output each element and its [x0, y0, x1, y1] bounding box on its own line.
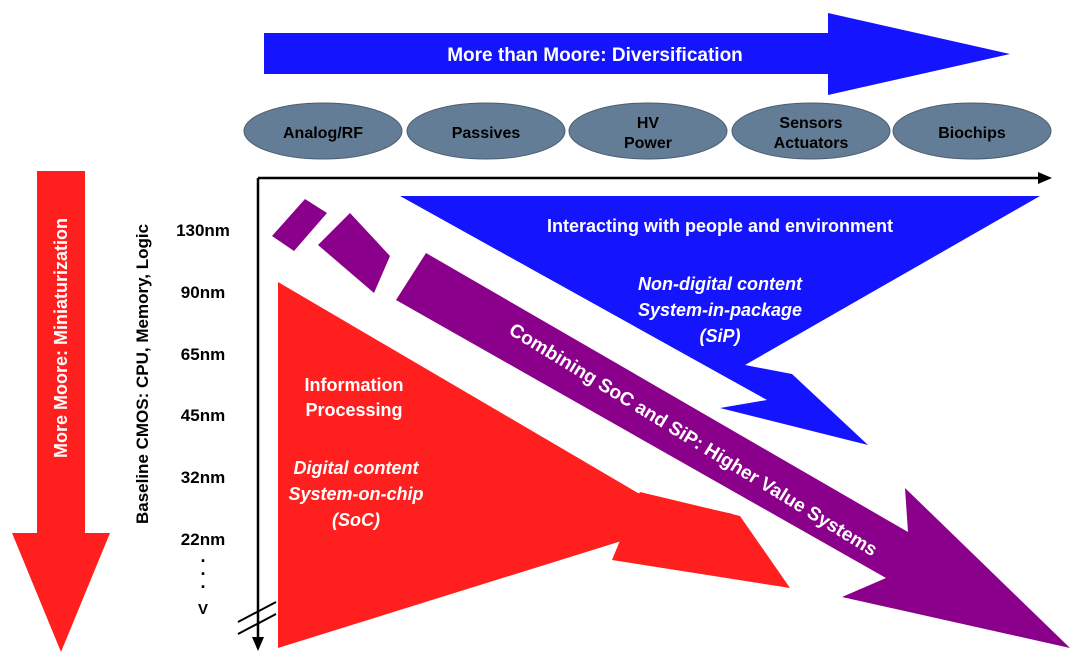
red-triangle-title-line: Processing	[305, 400, 402, 420]
node-labels: 130nm 90nm 65nm 45nm 32nm 22nm . . . V	[176, 221, 230, 618]
left-arrow-shape	[12, 171, 110, 652]
ellipsis-dot: .	[200, 559, 205, 579]
purple-band-shape	[396, 253, 1070, 648]
category-ellipse	[568, 102, 728, 160]
category-label: Analog/RF	[283, 125, 363, 142]
node-label: 90nm	[181, 283, 225, 302]
axis-break-mark	[237, 613, 277, 635]
category-hv-power: HV Power	[568, 102, 728, 160]
red-triangle-arrow: Information Processing Digital content S…	[278, 282, 790, 648]
axes	[237, 172, 1052, 651]
category-label: Power	[624, 135, 672, 152]
red-triangle-head	[612, 492, 790, 588]
category-label: Actuators	[774, 135, 849, 152]
node-label: 32nm	[181, 468, 225, 487]
category-label: Biochips	[938, 125, 1006, 142]
node-label: 130nm	[176, 221, 230, 240]
blue-triangle-shape	[400, 196, 1040, 445]
red-triangle-italic-line: System-on-chip	[288, 484, 423, 504]
more-than-moore-arrow: More than Moore: Diversification	[264, 13, 1010, 95]
blue-triangle-italic-line: Non-digital content	[638, 274, 803, 294]
y-axis-arrowhead	[252, 637, 264, 651]
category-analog-rf: Analog/RF	[243, 102, 403, 160]
node-label: 65nm	[181, 345, 225, 364]
v-marker: V	[198, 601, 208, 618]
red-triangle-italic-line: Digital content	[294, 458, 420, 478]
category-ellipse	[406, 102, 566, 160]
blue-triangle-arrow: Interacting with people and environment …	[400, 196, 1040, 445]
category-label: Sensors	[779, 115, 842, 132]
category-biochips: Biochips	[892, 102, 1052, 160]
left-arrow-label: More Moore: Miniaturization	[51, 218, 71, 458]
top-arrow-shape	[264, 13, 1010, 95]
category-passives: Passives	[406, 102, 566, 160]
blue-triangle-title: Interacting with people and environment	[547, 216, 893, 236]
ellipsis-dot: .	[200, 572, 205, 592]
node-label: 45nm	[181, 406, 225, 425]
category-label: HV	[637, 115, 660, 132]
blue-triangle-italic-line: (SiP)	[699, 326, 740, 346]
blue-triangle-italic-line: System-in-package	[638, 300, 802, 320]
node-label: 22nm	[181, 530, 225, 549]
red-triangle-italic-line: (SoC)	[332, 510, 380, 530]
category-ellipse	[892, 102, 1052, 160]
purple-dash-small	[272, 199, 327, 251]
category-ellipse	[731, 102, 891, 160]
red-triangle-title-line: Information	[305, 375, 404, 395]
more-moore-arrow: More Moore: Miniaturization	[12, 171, 110, 652]
category-sensors-actuators: Sensors Actuators	[731, 102, 891, 160]
x-axis-arrowhead	[1038, 172, 1052, 184]
red-triangle-shape	[278, 282, 788, 648]
y-axis-title: Baseline CMOS: CPU, Memory, Logic	[133, 224, 152, 524]
category-label: Passives	[452, 125, 521, 142]
purple-dash-medium	[318, 213, 390, 293]
top-arrow-label: More than Moore: Diversification	[447, 45, 743, 66]
ellipsis-dot: .	[200, 546, 205, 566]
category-ellipse	[243, 102, 403, 160]
axis-break-mark	[237, 601, 277, 623]
category-row: Analog/RF Passives HV Power Sensors Actu…	[243, 102, 1052, 160]
